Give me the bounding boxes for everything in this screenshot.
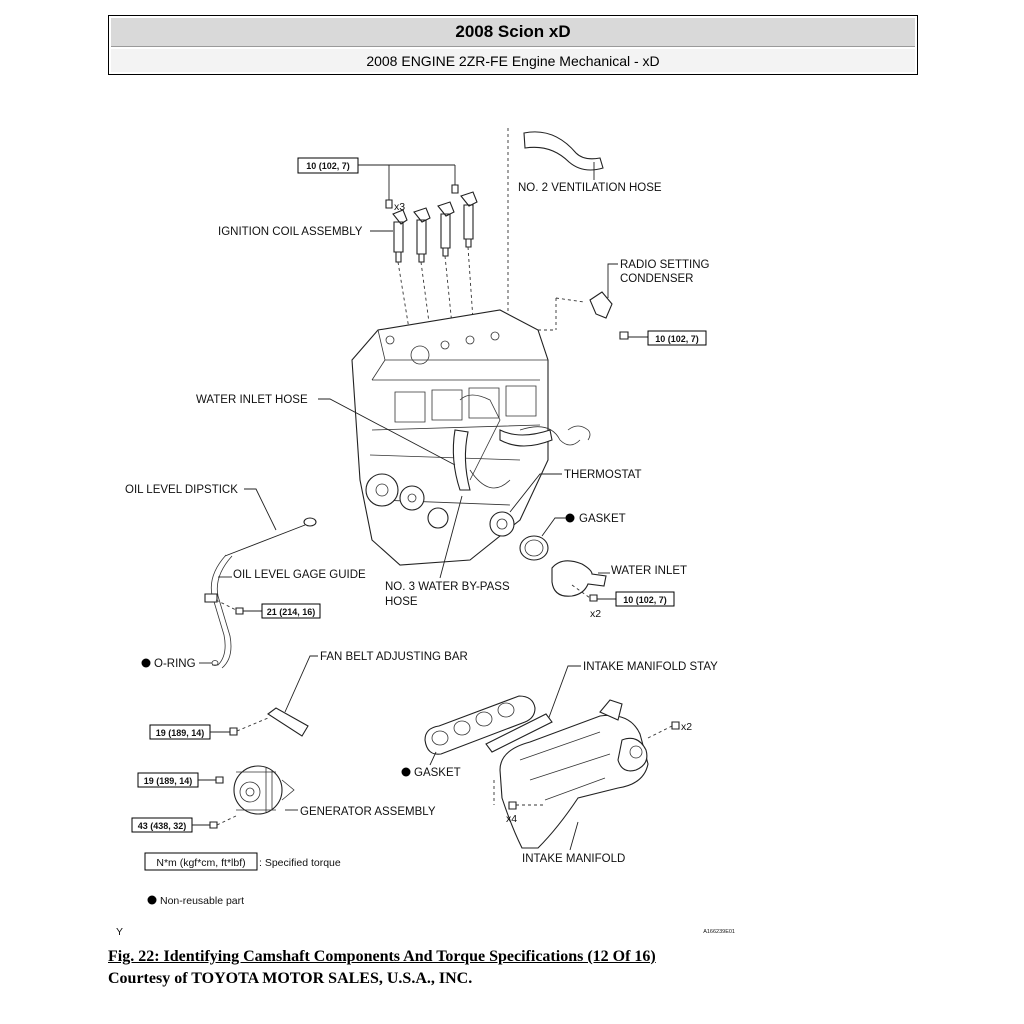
label-oil-level-gage-guide: OIL LEVEL GAGE GUIDE (233, 569, 366, 581)
torque-water-inlet: 10 (102, 7) (623, 595, 667, 605)
condenser-icon (589, 291, 613, 319)
legend-non-reusable-mark (147, 895, 157, 905)
document-header: 2008 Scion xD 2008 ENGINE 2ZR-FE Engine … (108, 15, 918, 75)
label-ignition-coil-assembly: IGNITION COIL ASSEMBLY (218, 226, 363, 238)
torque-generator-upper: 19 (189, 14) (144, 776, 193, 786)
torque-box-gage-guide (261, 603, 321, 619)
label-no2-ventilation-hose: NO. 2 VENTILATION HOSE (518, 182, 662, 194)
manifold-bolt-qty: x4 (506, 813, 517, 825)
label-gasket-upper: GASKET (579, 513, 626, 525)
label-no3-bypass-1: NO. 3 WATER BY-PASS (385, 581, 510, 593)
water-inlet-qty: x2 (590, 608, 601, 620)
label-water-inlet-hose: WATER INLET HOSE (196, 394, 308, 406)
gage-guide-icon (210, 554, 227, 666)
intake-stay-icon (485, 713, 553, 753)
label-intake-manifold-stay: INTAKE MANIFOLD STAY (583, 661, 718, 673)
condenser-bolt-icon (619, 331, 629, 340)
intake-stay-qty: x2 (681, 721, 692, 733)
non-reusable-mark (565, 513, 575, 523)
drawing-code: A166239E01 (703, 929, 735, 935)
water-inlet-icon (551, 560, 607, 597)
gasket-ring-icon (519, 535, 549, 561)
courtesy-line: Courtesy of TOYOTA MOTOR SALES, U.S.A., … (108, 970, 473, 987)
thermostat-icon (489, 511, 515, 537)
document-subtitle: 2008 ENGINE 2ZR-FE Engine Mechanical - x… (111, 49, 915, 72)
torque-box-coil (297, 157, 359, 174)
figure-caption: Fig. 22: Identifying Camshaft Components… (108, 948, 656, 965)
gage-guide-bolt-icon (235, 607, 244, 615)
torque-generator-lower: 43 (438, 32) (138, 821, 187, 831)
intake-gasket-icon (424, 695, 536, 755)
document-title: 2008 Scion xD (111, 18, 915, 47)
label-generator-assembly: GENERATOR ASSEMBLY (300, 806, 436, 818)
intake-manifold-icon (499, 699, 649, 849)
legend-unit: N*m (kgf*cm, ft*lbf) (156, 857, 245, 869)
ignition-coil-icon (392, 191, 478, 263)
label-o-ring: O-RING (154, 658, 196, 670)
ventilation-hose-icon (523, 131, 604, 171)
torque-box-water-inlet (615, 591, 675, 607)
coil-qty: x3 (394, 201, 405, 213)
non-reusable-mark (401, 767, 411, 777)
label-oil-level-dipstick: OIL LEVEL DIPSTICK (125, 484, 238, 496)
label-gasket-lower: GASKET (414, 767, 461, 779)
legend-unit-box (144, 852, 258, 871)
label-water-inlet: WATER INLET (611, 565, 687, 577)
torque-box-condenser (647, 330, 707, 346)
dipstick-icon (224, 524, 306, 557)
torque-gage-guide: 21 (214, 16) (267, 607, 316, 617)
torque-coil: 10 (102, 7) (306, 161, 350, 171)
water-inlet-bolt-icon (589, 594, 598, 602)
legend-non-reusable: Non-reusable part (160, 895, 244, 907)
label-thermostat: THERMOSTAT (564, 469, 642, 481)
non-reusable-mark (141, 658, 151, 668)
legend-unit-text: : Specified torque (259, 857, 341, 869)
manifold-nut-icon (671, 721, 680, 730)
generator-icon (233, 765, 295, 815)
fan-belt-bar-icon (267, 707, 309, 737)
label-radio-setting-1: RADIO SETTING (620, 259, 710, 271)
torque-fan-belt: 19 (189, 14) (156, 728, 205, 738)
engine-block-icon (351, 309, 591, 566)
corner-mark: Y (116, 926, 123, 938)
manifold-bolt-icon (508, 801, 517, 810)
label-radio-setting-2: CONDENSER (620, 273, 693, 285)
label-intake-manifold: INTAKE MANIFOLD (522, 853, 625, 865)
coil-bolt-icon (385, 184, 459, 209)
label-no3-bypass-2: HOSE (385, 596, 418, 608)
torque-condenser: 10 (102, 7) (655, 334, 699, 344)
label-fan-belt-adjusting-bar: FAN BELT ADJUSTING BAR (320, 651, 468, 663)
